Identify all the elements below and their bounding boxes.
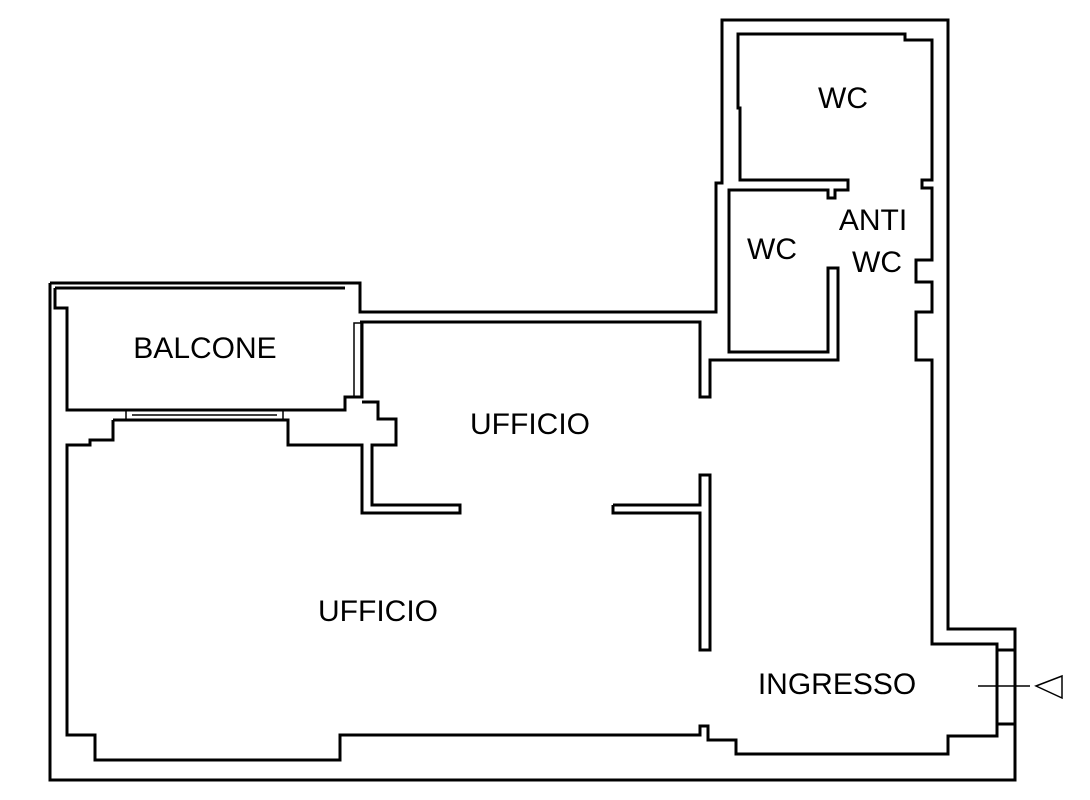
room-label-wc: WC (818, 82, 868, 115)
room-label-anti-wc: WC (852, 246, 902, 279)
room-label-ufficio: UFFICIO (318, 595, 438, 628)
room-label-anti-wc: ANTI (839, 204, 907, 237)
side-window (353, 322, 362, 398)
entrance-arrow-icon (1034, 674, 1063, 700)
outer-wall (48, 18, 1017, 782)
lower-office-wall (65, 32, 999, 762)
room-label-wc: WC (747, 233, 797, 266)
middle-partition (611, 473, 712, 652)
room-label-balcone: BALCONE (133, 332, 276, 365)
room-label-ingresso: INGRESSO (758, 668, 916, 701)
room-label-ufficio: UFFICIO (470, 408, 590, 441)
partition-wall (113, 400, 462, 515)
